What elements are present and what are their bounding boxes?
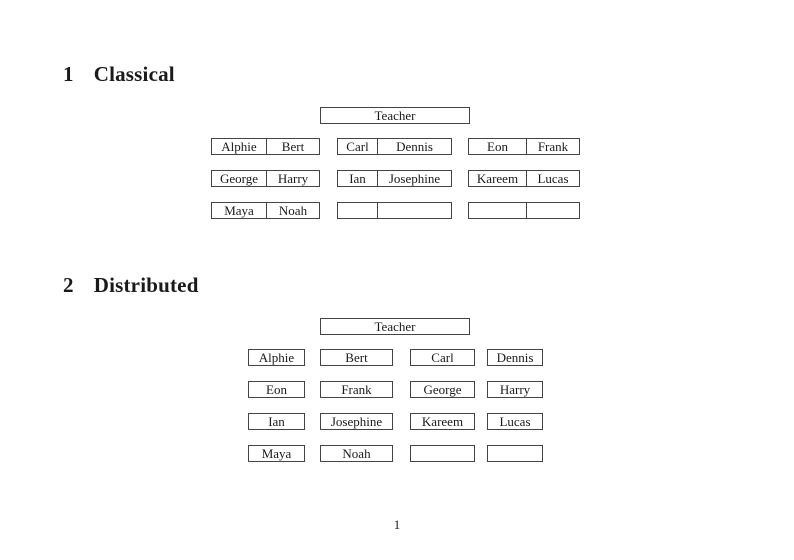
seat-box: Alphie — [248, 349, 305, 366]
seat-box: Harry — [487, 381, 543, 398]
desk-box: Kareem Lucas — [468, 170, 580, 187]
page-number: 1 — [393, 517, 401, 532]
desk-seat-left: Alphie — [212, 139, 267, 154]
desk-box: Maya Noah — [211, 202, 320, 219]
desk-seat-left — [338, 203, 378, 218]
teacher-box: Teacher — [320, 318, 470, 335]
seat-box: George — [410, 381, 475, 398]
seat-box: Noah — [320, 445, 393, 462]
desk-seat-right: Dennis — [396, 139, 433, 154]
desk-seat-right: Noah — [278, 203, 308, 218]
desk-seat-left: George — [212, 171, 267, 186]
desk-seat-right — [378, 203, 451, 218]
section-number: 1 — [63, 62, 74, 86]
desk-seat-right: Bert — [281, 139, 305, 154]
seat-box: Maya — [248, 445, 305, 462]
desk-seat-left: Eon — [469, 139, 527, 154]
desk-seat-left: Carl — [338, 139, 378, 154]
seat-box: Frank — [320, 381, 393, 398]
seat-box: Dennis — [487, 349, 543, 366]
seat-box: Lucas — [487, 413, 543, 430]
desk-seat-left: Kareem — [469, 171, 527, 186]
seat-box — [410, 445, 475, 462]
desk-box: Carl Dennis — [337, 138, 452, 155]
desk-seat-right: Lucas — [537, 171, 569, 186]
seat-box: Carl — [410, 349, 475, 366]
desk-seat-right: Josephine — [388, 171, 441, 186]
seat-box: Ian — [248, 413, 305, 430]
seat-box: Kareem — [410, 413, 475, 430]
desk-box: George Harry — [211, 170, 320, 187]
desk-seat-right — [527, 203, 579, 218]
section-title: Distributed — [93, 273, 199, 297]
section-number: 2 — [63, 273, 74, 297]
seat-box: Eon — [248, 381, 305, 398]
desk-box — [468, 202, 580, 219]
desk-box — [337, 202, 452, 219]
desk-seat-left: Ian — [338, 171, 378, 186]
seat-box — [487, 445, 543, 462]
desk-seat-left: Maya — [212, 203, 267, 218]
desk-box: Alphie Bert — [211, 138, 320, 155]
desk-seat-left — [469, 203, 527, 218]
section-heading-distributed: 2 Distributed — [63, 275, 199, 296]
seat-box: Bert — [320, 349, 393, 366]
seat-box: Josephine — [320, 413, 393, 430]
desk-seat-right: Frank — [537, 139, 569, 154]
desk-seat-right: Harry — [277, 171, 309, 186]
section-title: Classical — [93, 62, 175, 86]
section-heading-classical: 1 Classical — [63, 64, 175, 85]
desk-box: Ian Josephine — [337, 170, 452, 187]
teacher-box: Teacher — [320, 107, 470, 124]
desk-box: Eon Frank — [468, 138, 580, 155]
